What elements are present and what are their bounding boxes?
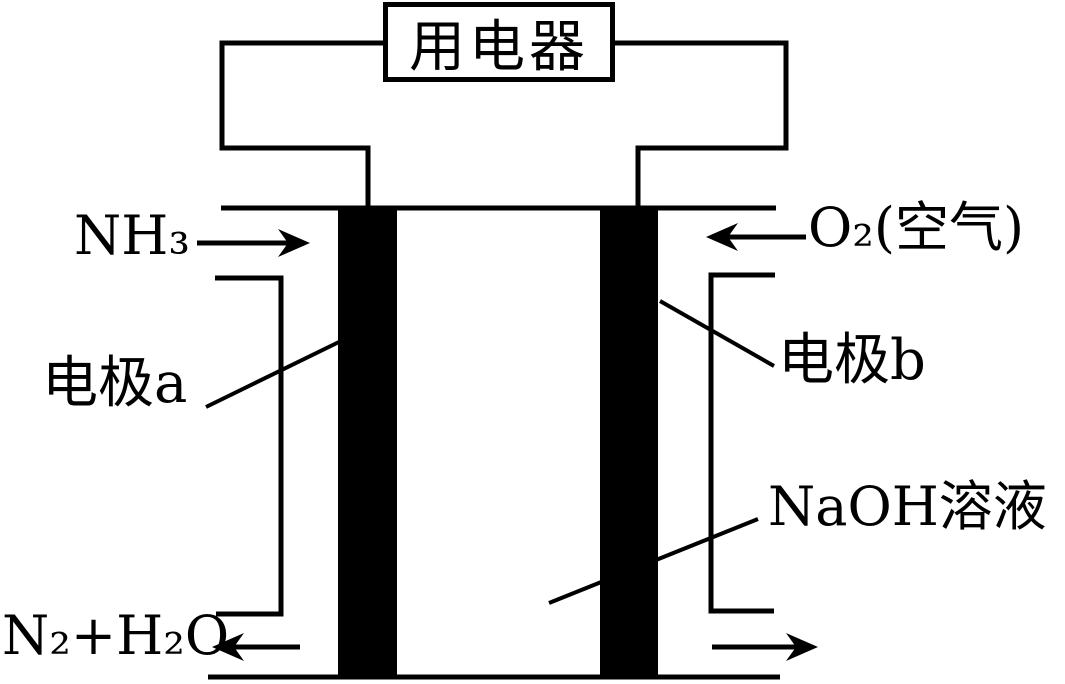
left-circuit-wire	[219, 40, 385, 208]
nh3-inlet-label: NH₃	[74, 204, 190, 267]
electrode-b-bar	[600, 206, 658, 679]
right-circuit-wire	[613, 40, 789, 208]
right-gas-channel-wall	[708, 272, 775, 614]
electrode-a-leader-line	[205, 339, 342, 409]
n2-h2o-outlet-label: N₂+H₂O	[2, 604, 230, 667]
o2-air-inlet-label: O₂(空气)	[808, 196, 1025, 259]
n2-h2o-outflow-arrow	[212, 633, 300, 661]
nh3-inflow-arrow	[197, 229, 310, 257]
electrode-b-leader-line	[659, 299, 775, 368]
appliance-box-label: 用电器	[409, 14, 589, 80]
left-gas-channel-wall	[215, 275, 284, 617]
o2-inflow-arrow	[706, 223, 806, 251]
electrode-a-bar	[338, 206, 397, 679]
appliance-box: 用电器	[383, 2, 615, 82]
electrode-b-label: 电极b	[778, 328, 926, 393]
electrode-a-label: 电极a	[42, 351, 188, 416]
right-outflow-arrow	[712, 633, 818, 661]
naoh-solution-label: NaOH溶液	[768, 475, 1047, 538]
